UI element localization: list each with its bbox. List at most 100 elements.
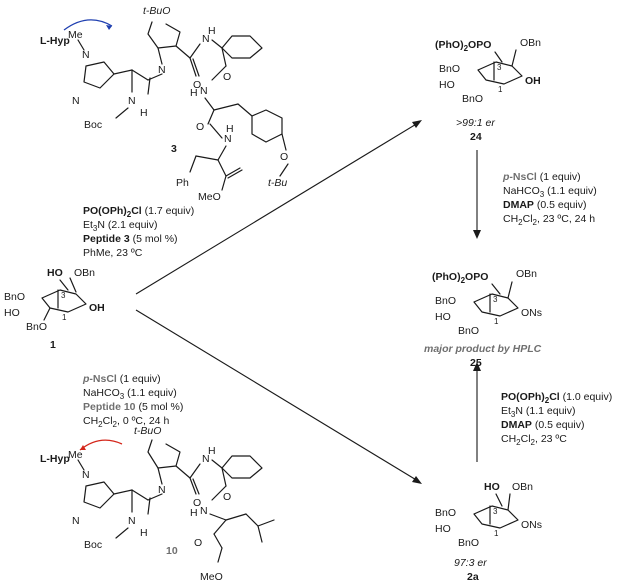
svg-text:O: O	[223, 491, 231, 503]
svg-text:OBn: OBn	[74, 267, 95, 279]
svg-text:ONs: ONs	[521, 307, 542, 319]
cyclohexane-ring-10	[221, 455, 263, 479]
hyp-arrowhead-3	[106, 25, 112, 30]
svg-text:PO(OPh)2Cl (1.7 equiv): PO(OPh)2Cl (1.7 equiv)	[83, 205, 194, 219]
phenyl-ring-tyr-3	[251, 109, 283, 143]
svg-text:1: 1	[494, 317, 499, 326]
svg-text:Et3N (1.1 equiv): Et3N (1.1 equiv)	[501, 405, 575, 419]
svg-text:1: 1	[494, 529, 499, 538]
compound-24-structure: (PhO)2OPO OBn BnO HO 3 OH 1 BnO >99:1 er…	[435, 37, 541, 143]
svg-text:NaHCO3 (1.1 equiv): NaHCO3 (1.1 equiv)	[503, 185, 597, 199]
amine-h-3: H	[140, 107, 148, 119]
svg-text:BnO: BnO	[4, 291, 25, 303]
svg-text:OH: OH	[525, 75, 541, 87]
svg-text:1: 1	[498, 85, 503, 94]
svg-text:OH: OH	[89, 302, 105, 314]
svg-text:Peptide 10 (5 mol %): Peptide 10 (5 mol %)	[83, 401, 183, 413]
svg-text:HO: HO	[484, 481, 500, 493]
svg-text:p-NsCl (1 equiv): p-NsCl (1 equiv)	[82, 373, 161, 385]
boc-label-3: Boc	[84, 119, 102, 131]
svg-text:CH2Cl2, 23 ºC: CH2Cl2, 23 ºC	[501, 433, 567, 447]
hyp-arrowhead-10	[80, 445, 86, 450]
compound-number-3: 3	[171, 143, 177, 155]
svg-text:Peptide 3 (5 mol %): Peptide 3 (5 mol %)	[83, 233, 178, 245]
svg-text:O: O	[194, 537, 202, 549]
tbuo-label-3: t-BuO	[143, 5, 170, 17]
reagents-path-a: PO(OPh)2Cl (1.7 equiv) Et3N (2.1 equiv) …	[83, 205, 194, 259]
imidazole-ring-10	[83, 481, 115, 509]
svg-text:3: 3	[61, 291, 66, 300]
amide-n-3-3: N	[200, 85, 208, 97]
svg-text:(PhO)2OPO: (PhO)2OPO	[435, 39, 491, 53]
amide-h-4-3: H	[226, 123, 234, 135]
o-carbonyl-1-3: O	[193, 79, 201, 91]
svg-text:DMAP (0.5 equiv): DMAP (0.5 equiv)	[503, 199, 586, 211]
svg-text:CH2Cl2, 0 ºC, 24 h: CH2Cl2, 0 ºC, 24 h	[83, 415, 169, 429]
proline-n-3: N	[158, 64, 166, 76]
compound-number-1: 1	[50, 339, 56, 351]
svg-text:N: N	[158, 484, 166, 496]
imidazole-n-me-3: N	[82, 49, 90, 61]
svg-text:N: N	[82, 469, 90, 481]
hyp-arrow-10	[79, 439, 123, 451]
amine-n-3: N	[128, 95, 136, 107]
svg-text:N: N	[200, 505, 208, 517]
svg-text:HO: HO	[47, 267, 63, 279]
svg-text:OBn: OBn	[512, 481, 533, 493]
l-hyp-label-3: L-Hyp	[40, 35, 70, 47]
inositol-ring-24	[477, 61, 523, 85]
hyp-arrow-3	[63, 19, 113, 31]
svg-text:BnO: BnO	[458, 325, 479, 337]
svg-text:Me: Me	[68, 449, 83, 461]
svg-text:MeO: MeO	[200, 571, 223, 583]
reagents-2a-to-25: PO(OPh)2Cl (1.0 equiv) Et3N (1.1 equiv) …	[501, 391, 612, 447]
svg-text:BnO: BnO	[462, 93, 483, 105]
amide-h-2-3: H	[208, 25, 216, 37]
peptide-3-structure: L-Hyp t-BuO N O N H O N H O t-Bu O N	[40, 5, 289, 203]
pyrrolidine-ring-3	[147, 21, 181, 49]
svg-text:PO(OPh)2Cl (1.0 equiv): PO(OPh)2Cl (1.0 equiv)	[501, 391, 612, 405]
svg-text:3: 3	[497, 63, 502, 72]
svg-text:HO: HO	[439, 79, 455, 91]
svg-text:BnO: BnO	[435, 295, 456, 307]
svg-text:97:3 er: 97:3 er	[454, 557, 487, 569]
inositol-ring-25	[473, 293, 519, 317]
svg-text:DMAP (0.5 equiv): DMAP (0.5 equiv)	[501, 419, 584, 431]
reagents-24-to-25: p-NsCl (1 equiv) NaHCO3 (1.1 equiv) DMAP…	[502, 171, 597, 227]
pyrrolidine-ring-10	[147, 439, 181, 469]
imidazole-n-3: N	[72, 95, 80, 107]
svg-text:BnO: BnO	[435, 507, 456, 519]
compound-1-structure: HO OBn BnO HO 3 OH 1 BnO 1	[4, 267, 105, 351]
svg-text:>99:1 er: >99:1 er	[456, 117, 495, 129]
svg-text:NaHCO3 (1.1 equiv): NaHCO3 (1.1 equiv)	[83, 387, 177, 401]
svg-text:3: 3	[493, 507, 498, 516]
svg-text:BnO: BnO	[458, 537, 479, 549]
compound-2a-structure: HO OBn BnO HO 3 ONs 1 BnO 97:3 er 2a	[435, 481, 542, 583]
svg-text:OBn: OBn	[520, 37, 541, 49]
peptide-10-structure: L-Hyp t-BuO N O N H O N H O MeO	[40, 425, 275, 583]
svg-text:HO: HO	[435, 311, 451, 323]
svg-text:p-NsCl (1 equiv): p-NsCl (1 equiv)	[502, 171, 581, 183]
reaction-arrows	[135, 120, 481, 484]
arrow-1-to-24	[135, 122, 419, 295]
svg-text:(PhO)2OPO: (PhO)2OPO	[432, 271, 488, 285]
svg-text:H: H	[140, 527, 148, 539]
compound-number-24: 24	[470, 131, 482, 143]
svg-text:t-BuO: t-BuO	[134, 425, 161, 437]
o-ether-3: O	[280, 151, 288, 163]
compound-25-structure: (PhO)2OPO OBn BnO HO 3 ONs 1 BnO major p…	[424, 268, 542, 369]
cyclohexane-ring-3	[221, 35, 263, 59]
ph-label-3: Ph	[176, 177, 189, 189]
reagents-path-b: p-NsCl (1 equiv) NaHCO3 (1.1 equiv) Pept…	[82, 373, 183, 429]
svg-text:BnO: BnO	[439, 63, 460, 75]
l-hyp-label-10: L-Hyp	[40, 453, 70, 465]
imidazole-ring-3	[83, 61, 115, 89]
o-carbonyl-2-3: O	[223, 71, 231, 83]
svg-text:1: 1	[62, 313, 67, 322]
amide-n-2-3: N	[202, 33, 210, 45]
o-carbonyl-3-3: O	[196, 121, 204, 133]
svg-text:OBn: OBn	[516, 268, 537, 280]
svg-text:Boc: Boc	[84, 539, 102, 551]
svg-text:H: H	[208, 445, 216, 457]
